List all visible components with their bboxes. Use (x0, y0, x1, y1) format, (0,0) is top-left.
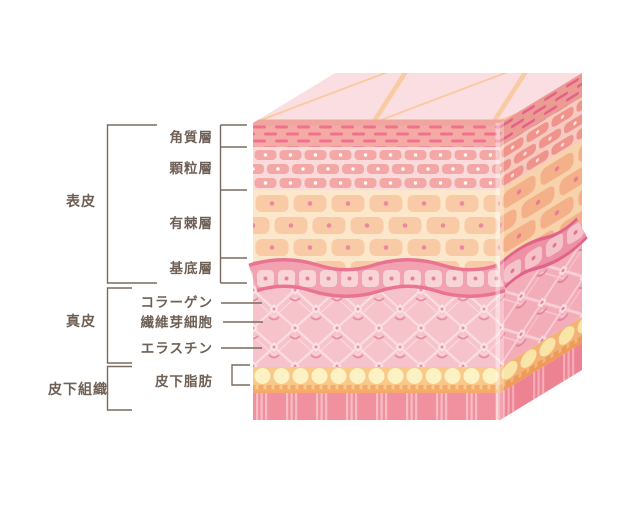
granular-layer-label: 顆粒層 (170, 160, 214, 177)
labels: 表皮 真皮 皮下組織 角質層 顆粒層 有棘層 基底層 コラーゲン 繊維芽細胞 エ… (47, 129, 214, 398)
subcutis-bracket (106, 365, 132, 411)
fat-bracket (231, 364, 250, 386)
spinous-layer-label: 有棘層 (170, 215, 214, 232)
basal-layer-label: 基底層 (170, 260, 214, 277)
stratum-corneum-label: 角質層 (170, 129, 214, 146)
epidermis-bracket (106, 124, 157, 284)
fibroblast-label: 繊維芽細胞 (141, 314, 214, 331)
epidermis-label: 表皮 (65, 193, 96, 210)
subcutis-label: 皮下組織 (47, 381, 108, 398)
elastin-label: エラスチン (141, 341, 213, 357)
dermis-label: 真皮 (66, 313, 96, 330)
cube-top-face (253, 73, 583, 123)
cube-front-face (248, 123, 506, 420)
annotation-lines (106, 124, 263, 411)
subcutaneous-fat-label: 皮下脂肪 (155, 373, 213, 390)
collagen-label: コラーゲン (141, 294, 214, 311)
cube-right-face (494, 72, 588, 420)
epidermis-layers-bracket (219, 124, 247, 284)
dermis-bracket (106, 287, 132, 364)
